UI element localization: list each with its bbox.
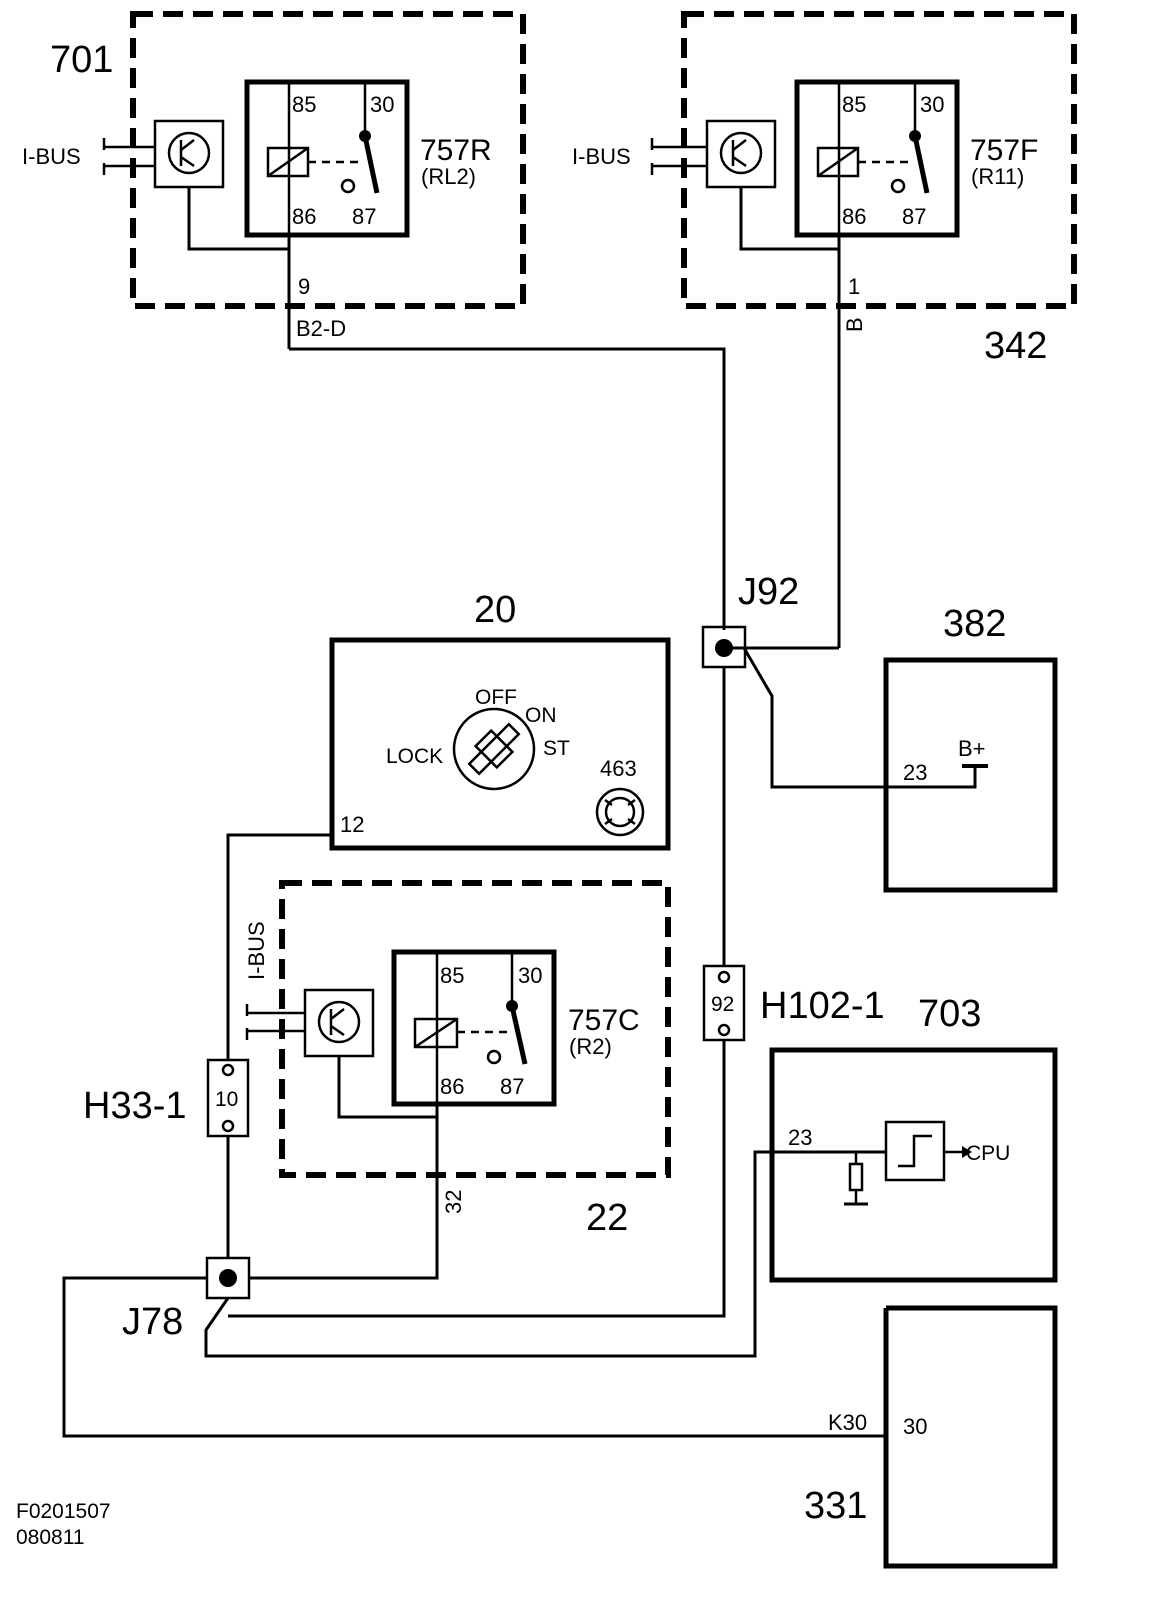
lock-cylinder-icon [595, 787, 645, 837]
pin-9: 9 [298, 274, 310, 299]
connector-h33-1: 10 H33-1 [83, 1058, 250, 1138]
relay-r2-sublabel: (R2) [569, 1034, 612, 1059]
connector-h33-label: H33-1 [83, 1085, 187, 1127]
ibus-label-22: I-BUS [244, 921, 269, 980]
relay-757c-label: 757C [568, 1004, 640, 1037]
module-331: 331 K30 30 [804, 1305, 1058, 1569]
module-382-label: 382 [943, 603, 1006, 645]
ibus-label-701: I-BUS [22, 144, 81, 169]
relay-757c [391, 949, 557, 1107]
relay-757f [794, 79, 960, 238]
wire-b2d-label: B2-D [296, 316, 346, 341]
module-342: 342 I-BUS 85 30 86 87 757F (R11) 1 B [572, 11, 1077, 648]
pin-85-342: 85 [842, 92, 866, 117]
junction-j78: J78 [122, 1256, 251, 1343]
pin-30-342: 30 [920, 92, 944, 117]
module-20-label: 20 [474, 589, 516, 631]
module-22-label: 22 [586, 1197, 628, 1239]
module-342-label: 342 [984, 325, 1047, 367]
module-22: 22 I-BUS 85 30 86 87 757C (R2) 32 [244, 880, 671, 1239]
bplus-label: B+ [958, 736, 986, 761]
figure-date-code: 080811 [16, 1526, 85, 1549]
pin-87-22: 87 [500, 1074, 524, 1099]
pin-86-342: 86 [842, 204, 866, 229]
resistor-icon [848, 1162, 864, 1192]
relay-rl2-sublabel: (RL2) [421, 164, 476, 189]
pin-86-22: 86 [440, 1074, 464, 1099]
transistor-icon [303, 988, 375, 1058]
module-703: 703 23 CPU [769, 993, 1058, 1283]
pin-30-331: 30 [903, 1414, 927, 1439]
relay-757f-label: 757F [970, 134, 1038, 167]
switch-st-label: ST [543, 737, 570, 760]
connector-10-label: 10 [215, 1088, 238, 1111]
module-382: 382 23 B+ [883, 603, 1058, 893]
pin-86-701: 86 [292, 204, 316, 229]
wire-k30-label: K30 [828, 1410, 867, 1435]
switch-on-label: ON [525, 704, 557, 727]
relay-757r-label: 757R [420, 134, 492, 167]
ibus-label-342: I-BUS [572, 144, 631, 169]
pin-23-382: 23 [903, 760, 927, 785]
junction-j92: J92 [701, 571, 799, 669]
module-20: 20 OFF ON LOCK ST 463 12 [329, 589, 671, 851]
pin-30-22: 30 [518, 963, 542, 988]
pin-85-22: 85 [440, 963, 464, 988]
switch-lock-label: LOCK [386, 745, 443, 768]
wiring [62, 347, 977, 1438]
relay-757r [244, 79, 410, 238]
module-331-label: 331 [804, 1485, 867, 1527]
module-701-label: 701 [50, 39, 113, 81]
transistor-icon [705, 119, 777, 189]
junction-j92-label: J92 [738, 571, 799, 613]
relay-r11-sublabel: (R11) [971, 164, 1024, 189]
connector-h102-1: 92 H102-1 [702, 964, 885, 1042]
pin-32: 32 [441, 1190, 466, 1214]
pin-87-701: 87 [352, 204, 376, 229]
module-701: 701 I-BUS 85 30 86 87 757R (RL2) 9 B2-D [22, 11, 526, 349]
cpu-label: CPU [966, 1142, 1010, 1165]
pin-23-703: 23 [788, 1125, 812, 1150]
junction-j78-label: J78 [122, 1301, 183, 1343]
pin-12: 12 [340, 812, 364, 837]
pin-30-701: 30 [370, 92, 394, 117]
wire-b-label: B [842, 317, 867, 332]
label-463: 463 [600, 756, 637, 781]
switch-off-label: OFF [475, 686, 517, 709]
module-703-label: 703 [918, 993, 981, 1035]
transistor-icon [153, 119, 225, 189]
pin-1: 1 [848, 274, 860, 299]
connector-92-label: 92 [711, 993, 734, 1016]
pin-87-342: 87 [902, 204, 926, 229]
pin-85-701: 85 [292, 92, 316, 117]
ignition-switch-icon [452, 707, 536, 791]
figure-code: F0201507 [16, 1500, 111, 1523]
connector-h102-label: H102-1 [760, 985, 885, 1027]
